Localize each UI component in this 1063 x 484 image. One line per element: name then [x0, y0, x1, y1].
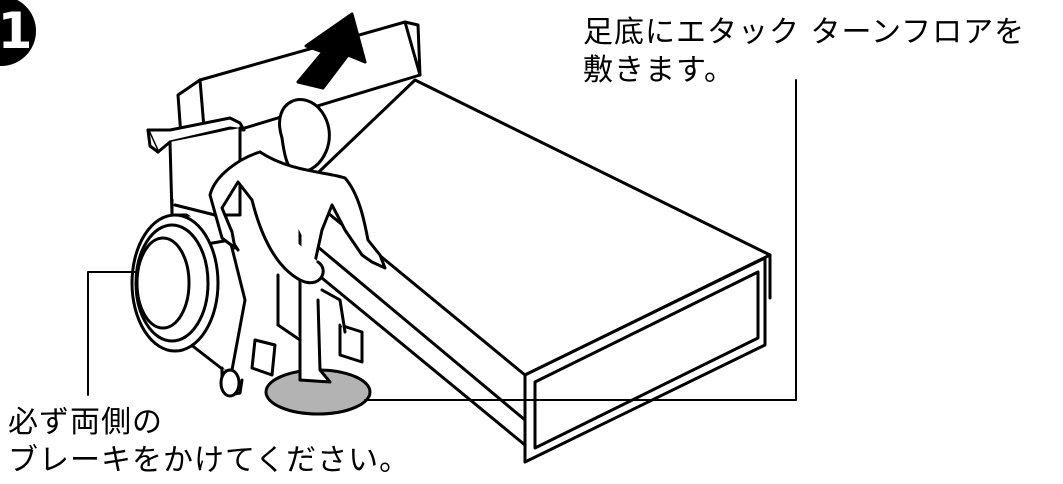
turn-floor-callout: 足底にエタック ターンフロアを 敷きます。 — [583, 14, 1025, 90]
brakes-callout-line1: 必ず両側の — [8, 405, 163, 440]
person-figure — [208, 98, 387, 384]
step-number-badge: 1 — [0, 0, 36, 66]
up-arrow-icon — [296, 12, 367, 90]
step-number-text: 1 — [0, 2, 33, 60]
brakes-callout-line2: ブレーキをかけてください。 — [8, 443, 411, 478]
turn-floor-callout-line1: 足底にエタック ターンフロアを — [583, 15, 1026, 50]
callout-leader-bottom — [87, 271, 136, 396]
bed-footboard — [523, 256, 767, 464]
brakes-callout: 必ず両側の ブレーキをかけてください。 — [8, 404, 410, 480]
turn-floor-callout-line2: 敷きます。 — [583, 53, 735, 88]
callout-leader-top — [364, 79, 797, 401]
